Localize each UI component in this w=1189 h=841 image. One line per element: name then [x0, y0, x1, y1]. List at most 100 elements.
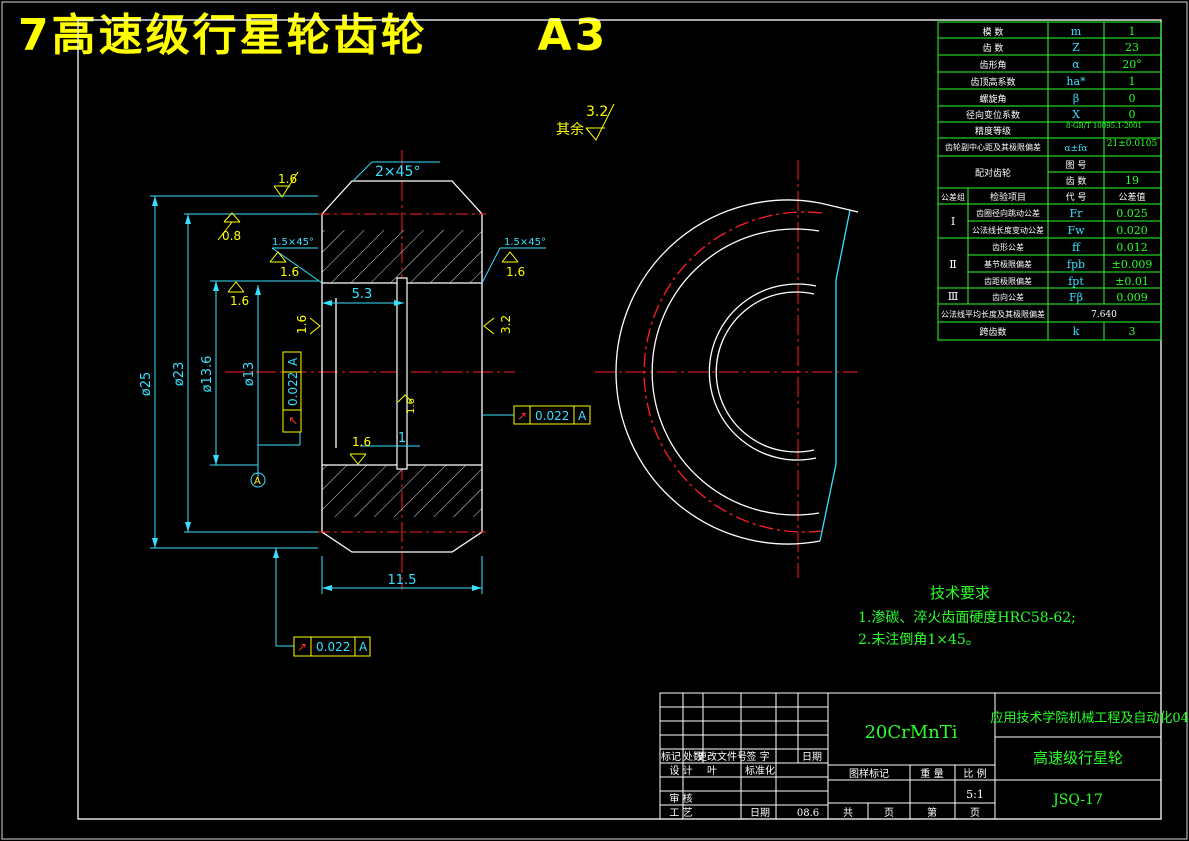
- group-3-row-0-name: 齿向公差: [992, 292, 1024, 302]
- param-val-0: 1: [1129, 25, 1136, 38]
- tb-label-sheet-no: 第: [927, 806, 937, 819]
- group-1-row-0-sym: Fr: [1070, 207, 1084, 220]
- roughness-keyway: 1.6: [406, 398, 417, 414]
- roughness-bore-inner: 1.6: [295, 315, 309, 334]
- tolerance-frame-bore: ↗ 0.022 A: [282, 351, 302, 433]
- group-2-row-0-name: 齿形公差: [992, 242, 1024, 252]
- group-2-row-2-val: ±0.01: [1115, 275, 1149, 288]
- dim-width: 11.5: [388, 573, 417, 588]
- group-2-row-2-name: 齿距极限偏差: [984, 276, 1032, 286]
- pitch-lines: [318, 213, 486, 533]
- datum-a-label: A: [254, 476, 261, 487]
- tb-label-count: 处数: [683, 750, 703, 763]
- param-name-2: 齿形角: [979, 59, 1006, 71]
- roughness-keyway-bottom: 1.6: [352, 435, 371, 449]
- tech-item-0: 1.渗碳、淬火齿面硬度HRC58-62;: [858, 610, 1076, 626]
- tb-label-date2: 日期: [750, 807, 770, 819]
- tb-label-year: 08.6: [797, 808, 819, 819]
- param-sym-5: X: [1072, 108, 1080, 121]
- param-val-5: 0: [1129, 108, 1136, 121]
- section-center-lines: [225, 150, 515, 590]
- tolerance-frame-face: ↗ 0.022 A: [513, 405, 591, 425]
- group-3-label: Ⅲ: [948, 290, 959, 303]
- param-sym-9: 齿 数: [1066, 175, 1087, 187]
- roughness-symbols: [217, 103, 615, 465]
- param-name-3: 齿顶高系数: [970, 76, 1015, 88]
- title-block: [659, 692, 1162, 820]
- tech-item-1: 2.未注倒角1×45。: [858, 632, 980, 648]
- tech-heading: 技术要求: [930, 584, 990, 602]
- param-sym-4: β: [1073, 92, 1079, 105]
- roughness-left-chamfer: 1.6: [280, 265, 299, 279]
- group-1-row-1-name: 公法线长度变动公差: [972, 225, 1044, 235]
- inner-border: [77, 19, 1162, 820]
- roughness-bore-right: 3.2: [499, 315, 513, 334]
- group-1-row-1-sym: Fw: [1067, 224, 1085, 237]
- param-val-4: 0: [1129, 92, 1136, 105]
- tail-row-1-sym: k: [1073, 325, 1080, 338]
- param-sym-3: ha*: [1066, 75, 1086, 88]
- tolerance-bottom-symbol: ↗: [297, 640, 307, 654]
- tb-label-weight: 重 量: [920, 767, 943, 780]
- tb-school: 应用技术学院机械工程及自动化04-1: [990, 710, 1189, 726]
- param-code-header: 代 号: [1066, 192, 1087, 203]
- group-1-row-1-val: 0.020: [1116, 224, 1148, 237]
- tb-scale: 5:1: [966, 788, 984, 801]
- group-1-label: Ⅰ: [951, 215, 955, 228]
- param-name-5: 径向变位系数: [966, 109, 1020, 121]
- param-name-1: 齿 数: [983, 42, 1004, 54]
- tb-label-standard: 标准化: [745, 764, 775, 777]
- param-sym-8: 图 号: [1066, 160, 1087, 171]
- dim-right-chamfer: 1.5×45°: [504, 237, 546, 248]
- tb-drawing-no: JSQ-17: [1051, 792, 1103, 808]
- tolerance-bore-datum: A: [286, 357, 300, 366]
- tb-label-process: 工 艺: [669, 807, 692, 819]
- roughness-bore-left: 1.6: [230, 294, 249, 308]
- param-val-1: 23: [1125, 41, 1139, 54]
- param-val-7: 21±0.0105: [1107, 139, 1158, 149]
- roughness-left-face: 0.8: [222, 229, 241, 243]
- dimension-lines: [150, 161, 546, 647]
- tolerance-face-symbol: ↗: [517, 409, 527, 423]
- tolerance-bore-symbol: ↗: [286, 416, 300, 426]
- dim-d-bore: ø13: [242, 362, 257, 387]
- tb-label-designer: 叶: [707, 765, 717, 777]
- group-1-row-0-val: 0.025: [1116, 207, 1148, 220]
- hatch-top: [322, 230, 482, 283]
- keyway-slot: [396, 277, 408, 470]
- dim-keyway-depth: 5.3: [352, 287, 373, 302]
- tb-label-mark: 标记: [661, 751, 681, 763]
- param-sym-1: Z: [1072, 41, 1080, 54]
- dim-d-outer: ø25: [139, 372, 154, 397]
- dim-keyway-width: 1: [398, 431, 406, 446]
- title-block-text: 20CrMnTi 应用技术学院机械工程及自动化04-1 高速级行星轮 JSQ-1…: [661, 710, 1189, 819]
- param-table: [937, 21, 1162, 341]
- tail-row-1-val: 3: [1129, 325, 1136, 338]
- tb-label-sign: 签 字: [746, 750, 769, 763]
- param-sym-2: α: [1072, 58, 1080, 71]
- group-2-row-2-sym: fpt: [1068, 275, 1084, 288]
- dim-top-chamfer: 2×45°: [375, 164, 420, 180]
- tolerance-bottom-value: 0.022: [316, 640, 350, 654]
- hatch-bottom: [322, 465, 482, 517]
- group-2-row-1-val: ±0.009: [1112, 258, 1153, 271]
- datum-marker: A: [250, 472, 266, 488]
- tb-label-review: 审 核: [669, 792, 692, 805]
- dim-left-chamfer: 1.5×45°: [272, 237, 314, 248]
- param-name-6: 精度等级: [975, 125, 1011, 137]
- roughness-top-face: 1.6: [278, 172, 297, 186]
- tolerance-bore-value: 0.022: [286, 372, 300, 406]
- param-val-2: 20°: [1122, 58, 1142, 71]
- roughness-qiyu-label: 其余: [556, 121, 584, 138]
- tb-label-page: 页: [884, 807, 894, 819]
- tb-material: 20CrMnTi: [864, 722, 957, 743]
- param-item-header: 检验项目: [990, 191, 1026, 203]
- group-2-row-1-name: 基节极限偏差: [984, 259, 1032, 269]
- side-view-circles: [615, 199, 859, 545]
- tb-label-design: 设 计: [669, 764, 692, 777]
- dim-d-pitch: ø23: [172, 362, 187, 387]
- tb-label-page2: 页: [970, 807, 980, 819]
- tb-label-total: 共: [843, 807, 853, 819]
